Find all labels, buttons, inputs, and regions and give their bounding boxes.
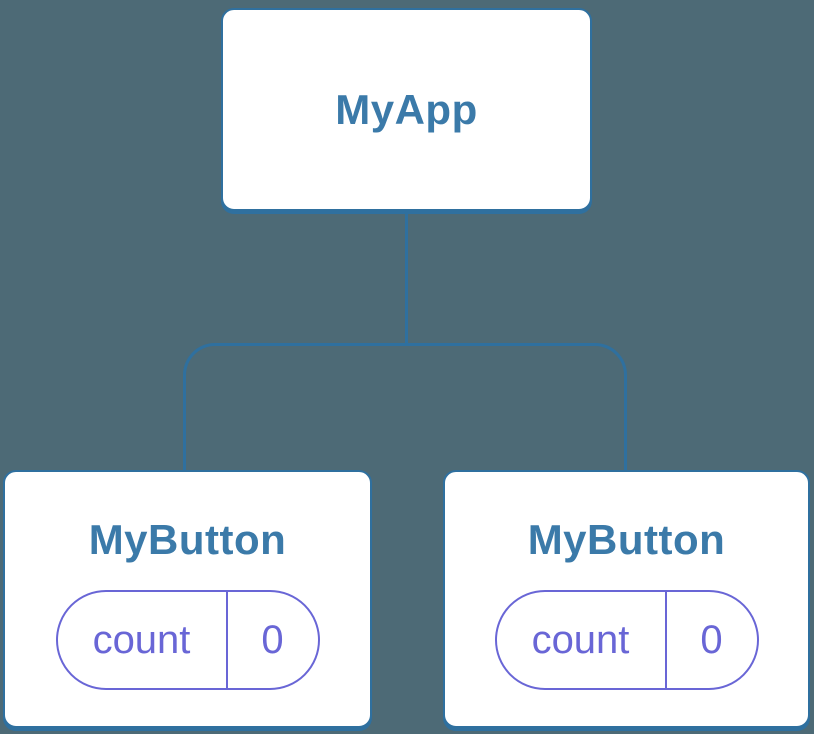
- child-node-label: MyButton: [88, 516, 287, 563]
- tree-node-child-right: MyButton count 0: [443, 470, 810, 728]
- state-pill: count 0: [494, 590, 759, 690]
- state-value-label: 0: [700, 617, 723, 662]
- state-pill: count 0: [55, 590, 320, 690]
- state-value-label: 0: [261, 617, 284, 662]
- connector-stem-line: [405, 212, 408, 344]
- tree-node-child-left: MyButton count 0: [3, 470, 372, 728]
- state-name-label: count: [497, 592, 667, 688]
- child-node-label: MyButton: [527, 516, 726, 563]
- state-name-label: count: [58, 592, 228, 688]
- tree-node-root: MyApp: [221, 8, 592, 211]
- connector-branch-bracket: [183, 343, 627, 471]
- root-node-label: MyApp: [335, 85, 478, 133]
